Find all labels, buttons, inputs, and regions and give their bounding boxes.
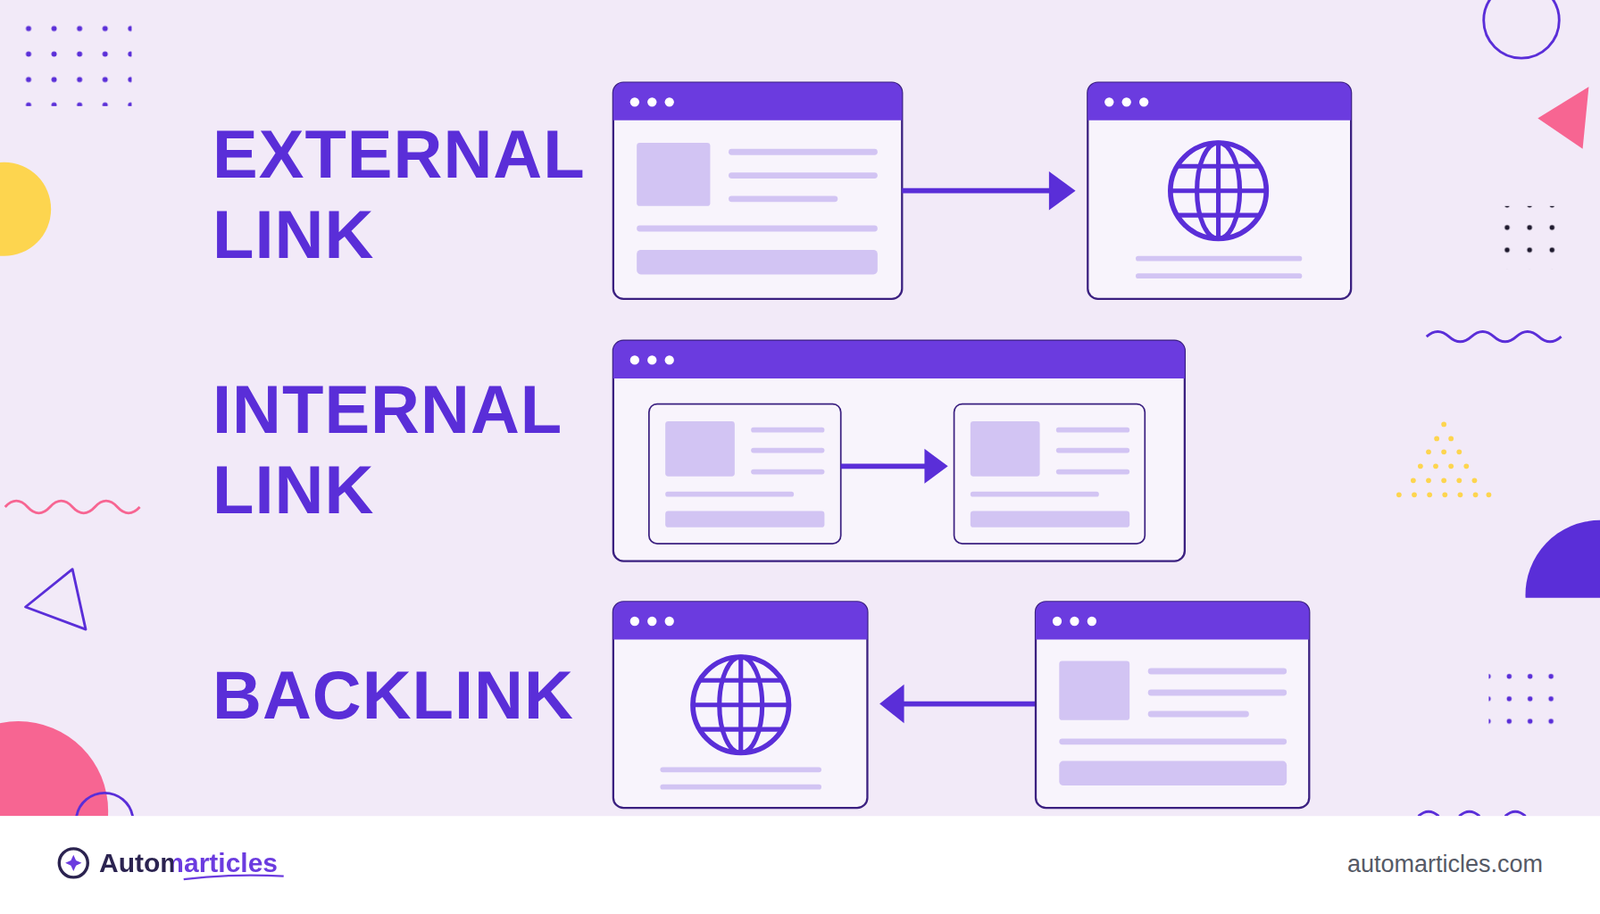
- link-type-heading: EXTERNAL LINK: [212, 114, 606, 275]
- link-type-heading: BACKLINK: [212, 655, 606, 736]
- site-url: automarticles.com: [1347, 850, 1543, 879]
- link-type-heading: INTERNAL LINK: [212, 369, 606, 531]
- brand-logo-text: Automarticles: [99, 847, 278, 880]
